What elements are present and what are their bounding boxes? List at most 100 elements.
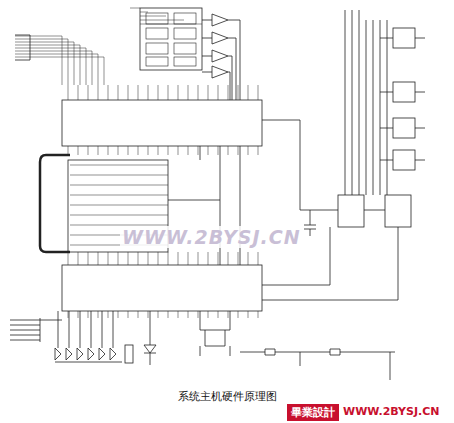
pin-line [248, 85, 249, 100]
pin-line [70, 165, 168, 166]
pin-line [198, 85, 199, 100]
pin-line [258, 85, 259, 100]
pin-line [108, 252, 109, 265]
pin-line [148, 85, 149, 100]
wires [10, 10, 425, 380]
pin-lines [15, 8, 258, 318]
pin-line [158, 146, 159, 155]
pin-line [130, 8, 140, 9]
pin-line [108, 311, 109, 318]
pin-line [138, 85, 139, 100]
pin-line [228, 85, 229, 100]
pin-line [168, 85, 169, 100]
watermark: WWW.2BYSJ.CN [120, 226, 303, 248]
pin-line [15, 48, 86, 49]
pin-line [86, 48, 87, 85]
pin-line [104, 57, 105, 85]
pin-line [218, 311, 219, 318]
logo-box: 畢業設計 [287, 404, 339, 421]
pin-line [70, 185, 168, 186]
pin-line [218, 252, 219, 265]
pin-line [138, 252, 139, 265]
pin-line [148, 311, 149, 318]
pin-line [148, 252, 149, 265]
pin-line [88, 146, 89, 155]
pin-line [128, 252, 129, 265]
pin-line [188, 85, 189, 100]
pin-line [258, 252, 259, 265]
pin-line [108, 85, 109, 100]
pin-line [158, 252, 159, 265]
pin-line [118, 85, 119, 100]
pin-line [78, 252, 79, 265]
pin-line [98, 252, 99, 265]
pin-line [15, 36, 62, 37]
pin-line [140, 16, 166, 17]
pin-line [98, 54, 99, 85]
pin-line [140, 20, 184, 21]
pin-line [188, 252, 189, 265]
pin-line [248, 311, 249, 318]
pin-line [118, 311, 119, 318]
pin-line [98, 146, 99, 155]
pin-line [168, 146, 169, 155]
pin-line [178, 252, 179, 265]
pin-line [70, 215, 168, 216]
pin-line [15, 39, 68, 40]
pin-line [70, 205, 168, 206]
pin-line [88, 311, 89, 318]
pin-line [258, 146, 259, 155]
pin-line [198, 252, 199, 265]
pin-line [88, 85, 89, 100]
pin-line [78, 146, 79, 155]
pin-line [138, 146, 139, 155]
pin-line [88, 252, 89, 265]
pin-line [228, 311, 229, 318]
pin-line [98, 85, 99, 100]
pin-line [98, 311, 99, 318]
pin-line [68, 252, 69, 265]
pin-line [238, 311, 239, 318]
pin-line [92, 51, 93, 85]
pin-line [138, 311, 139, 318]
pin-line [68, 85, 69, 100]
buffer-triangles [202, 14, 240, 100]
pin-line [118, 146, 119, 155]
pin-line [140, 12, 148, 13]
pin-line [218, 85, 219, 100]
pin-line [228, 252, 229, 265]
pin-line [118, 252, 119, 265]
led-row [55, 311, 133, 363]
pin-line [15, 54, 98, 55]
pin-line [238, 85, 239, 100]
pin-line [158, 85, 159, 100]
logo-text: 畢業設計 [291, 405, 335, 420]
pin-line [208, 146, 209, 155]
pin-line [158, 311, 159, 318]
pin-line [218, 146, 219, 155]
pin-line [208, 85, 209, 100]
pin-line [128, 311, 129, 318]
pin-line [188, 146, 189, 155]
pin-line [178, 146, 179, 155]
pin-line [70, 175, 168, 176]
pin-line [108, 146, 109, 155]
pin-line [178, 311, 179, 318]
pin-line [128, 85, 129, 100]
site-url: WWW.2BYSJ.CN [343, 405, 440, 418]
seven-segment-digits [146, 13, 196, 66]
pin-line [148, 146, 149, 155]
pin-line [168, 311, 169, 318]
pin-line [238, 252, 239, 265]
pin-line [78, 311, 79, 318]
pin-line [15, 51, 92, 52]
pin-line [15, 42, 74, 43]
pin-line [15, 45, 80, 46]
pin-line [78, 85, 79, 100]
pin-line [188, 311, 189, 318]
caption: 系统主机硬件原理图 [178, 389, 277, 404]
pin-line [140, 24, 202, 25]
pin-line [258, 311, 259, 318]
pin-line [168, 252, 169, 265]
